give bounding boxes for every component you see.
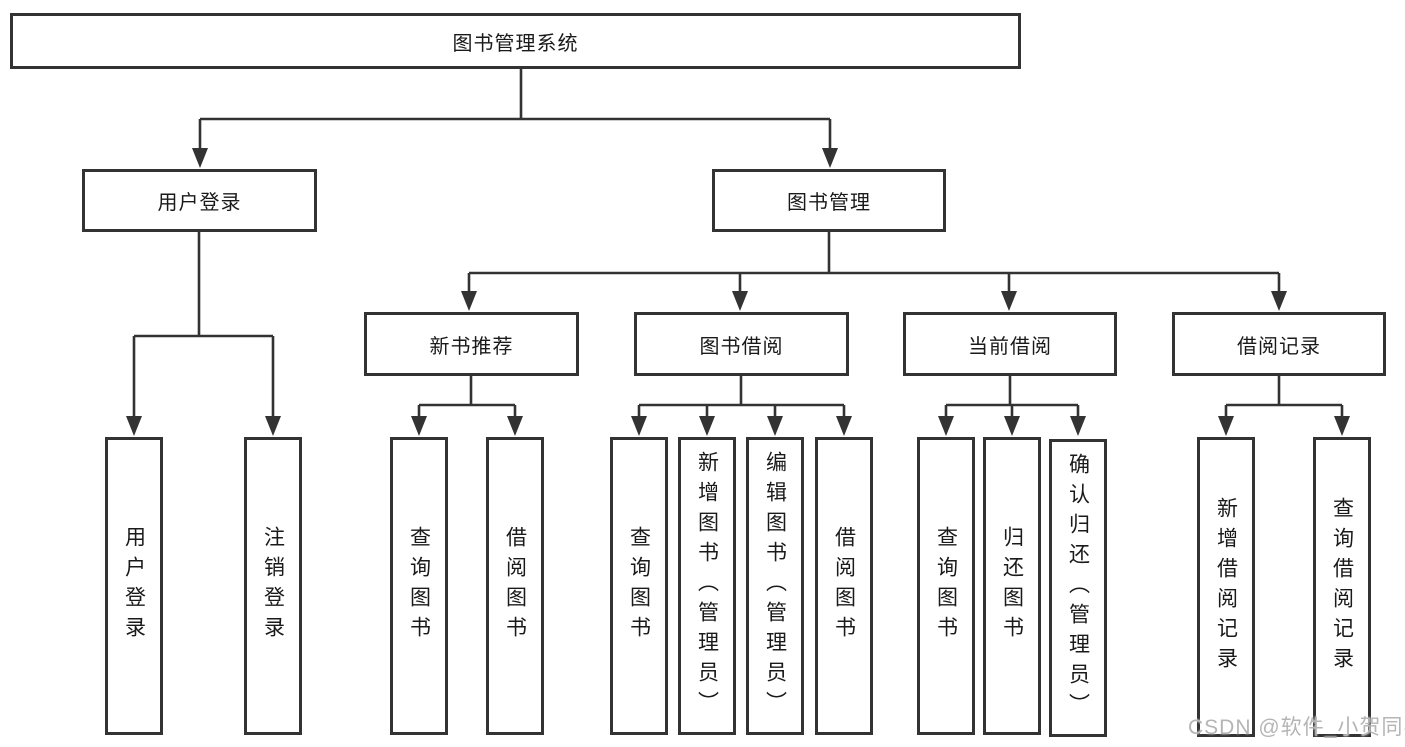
leaf-newbook-query-books: 查询图书 <box>390 437 448 735</box>
leaf-borrow-query-books: 查询图书 <box>610 437 668 735</box>
leaf-label: 查询图书 <box>407 526 431 646</box>
node-book-borrow-label: 图书借阅 <box>699 335 784 358</box>
leaf-label: 确认归还（管理员） <box>1066 453 1090 723</box>
leaf-label: 编辑图书（管理员） <box>763 451 787 721</box>
node-borrow-records-label: 借阅记录 <box>1237 335 1321 358</box>
leaf-record-query-borrow-record: 查询借阅记录 <box>1313 437 1371 737</box>
node-current-borrow: 当前借阅 <box>903 312 1117 376</box>
leaf-label: 新增借阅记录 <box>1214 497 1238 677</box>
leaf-label: 用户登录 <box>122 526 146 646</box>
leaf-label: 查询图书 <box>934 526 958 646</box>
node-root: 图书管理系统 <box>10 13 1021 69</box>
leaf-borrow-add-books-admin: 新增图书（管理员） <box>678 437 736 735</box>
leaf-label: 注销登录 <box>261 526 285 646</box>
leaf-label: 借阅图书 <box>503 526 527 646</box>
leaf-label: 新增图书（管理员） <box>695 451 719 721</box>
leaf-current-query-books: 查询图书 <box>917 437 975 735</box>
node-user-login-label: 用户登录 <box>157 192 242 214</box>
leaf-borrow-borrow-books: 借阅图书 <box>815 437 873 735</box>
leaf-label: 查询图书 <box>627 526 651 646</box>
leaf-current-confirm-return-admin: 确认归还（管理员） <box>1049 439 1107 737</box>
watermark: CSDN @软件_小贺同学 <box>1188 716 1405 739</box>
node-borrow-records: 借阅记录 <box>1172 312 1386 376</box>
node-book-management-label: 图书管理 <box>787 192 871 214</box>
leaf-borrow-edit-books-admin: 编辑图书（管理员） <box>746 437 804 735</box>
node-new-book-recommend: 新书推荐 <box>364 312 579 376</box>
leaf-record-add-borrow-record: 新增借阅记录 <box>1197 437 1255 737</box>
leaf-user-login: 用户登录 <box>105 437 163 735</box>
node-book-borrow: 图书借阅 <box>634 312 849 376</box>
leaf-label: 查询借阅记录 <box>1330 497 1354 677</box>
node-book-management: 图书管理 <box>712 169 946 232</box>
leaf-logout: 注销登录 <box>244 437 302 735</box>
leaf-current-return-books: 归还图书 <box>983 437 1041 735</box>
leaf-label: 借阅图书 <box>832 526 856 646</box>
node-new-book-recommend-label: 新书推荐 <box>429 335 514 358</box>
node-root-label: 图书管理系统 <box>452 32 579 55</box>
node-user-login: 用户登录 <box>82 169 317 232</box>
node-current-borrow-label: 当前借阅 <box>968 335 1052 358</box>
leaf-label: 归还图书 <box>1000 526 1024 646</box>
arrowheads <box>126 148 1350 436</box>
leaf-newbook-borrow-books: 借阅图书 <box>486 437 544 735</box>
